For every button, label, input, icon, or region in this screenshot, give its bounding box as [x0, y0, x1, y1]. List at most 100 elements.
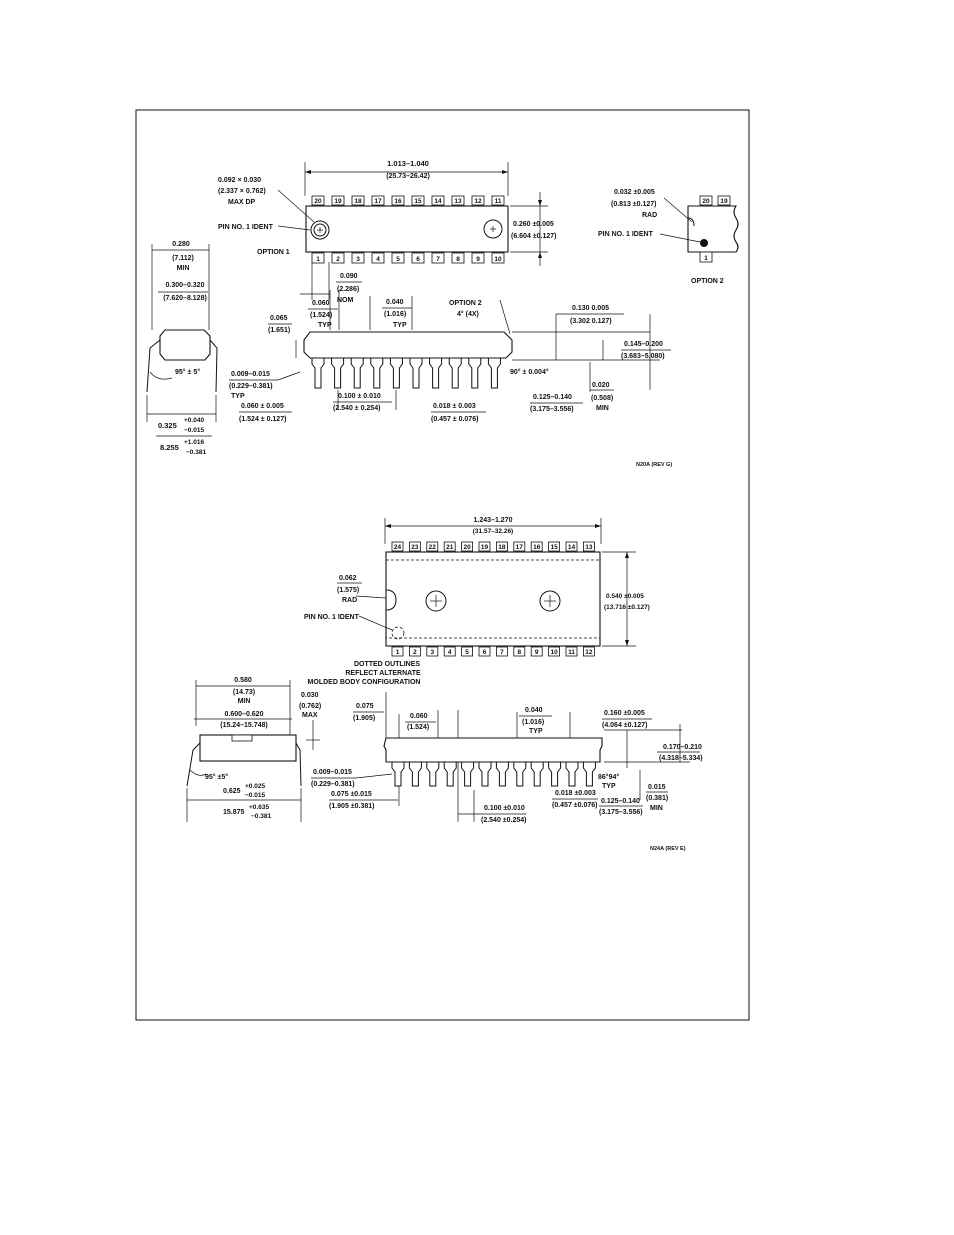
- n24a-d060-b: (1.524): [407, 724, 429, 731]
- n24a-d160-b: (4.064 ±0.127): [602, 722, 647, 729]
- pin-box: [565, 541, 578, 552]
- n20a-overall-length: 1.013–1.040: [387, 159, 429, 168]
- n20a-d325-a: 0.325: [158, 421, 177, 430]
- n24a-d075b-a: 0.075 ±0.015: [331, 791, 372, 798]
- n20a-d130-a: 0.130 0.005: [572, 305, 609, 312]
- n20a-opt2-angle-b: 4° (4X): [457, 310, 479, 318]
- n20a-nom-c: NOM: [337, 297, 354, 304]
- n20a-overall-length-mm: (25.73–26.42): [386, 173, 430, 180]
- n20a-opt2-rad-c: RAD: [642, 212, 657, 219]
- n24a-rev: N24A (REV E): [650, 846, 686, 852]
- lead: [331, 357, 345, 389]
- pin-number: 19: [334, 198, 342, 205]
- n24a-d009-b: (0.229–0.381): [311, 781, 355, 788]
- n24a-d040-a: 0.040: [525, 707, 543, 714]
- lead: [391, 761, 405, 787]
- n24a-d075-b: (1.905): [353, 715, 375, 722]
- n24a-angle95: 95° ±5°: [205, 773, 228, 781]
- pin-number: 22: [429, 544, 437, 551]
- n20a-maxdp-b: (2.337 × 0.762): [218, 188, 266, 195]
- lead: [443, 761, 457, 787]
- pin-number: 11: [495, 198, 502, 205]
- n24a-body-width: 0.540 ±0.005: [606, 593, 644, 600]
- lead: [408, 761, 422, 787]
- lead: [311, 357, 325, 389]
- pin-number: 17: [516, 544, 524, 551]
- n20a-d8255-b: +1.016: [184, 439, 204, 446]
- n24a-angle86-typ: TYP: [602, 783, 616, 790]
- n24a-rad-c: RAD: [342, 597, 357, 604]
- pin-number: 4: [376, 256, 380, 263]
- pin-box: [451, 195, 465, 206]
- n20a-d125-c: MIN: [596, 409, 598, 411]
- pin-number: 19: [481, 544, 489, 551]
- n24a-overall-length-mm: (31.57–32.26): [473, 528, 513, 535]
- n20a-row-c: MIN: [177, 265, 190, 272]
- lead: [582, 761, 596, 787]
- n20a-d065-a: 0.065: [270, 315, 288, 322]
- n24a-overall-length: 1.243–1.270: [474, 517, 513, 524]
- n24a-d075-a: 0.075: [356, 703, 374, 710]
- pin-number: 16: [394, 198, 402, 205]
- pin-box: [471, 252, 485, 264]
- pin-box: [311, 252, 325, 264]
- n20a-row2-a: 0.300–0.320: [166, 282, 205, 289]
- n20a-d100-a: 0.100 ± 0.010: [338, 393, 381, 400]
- n20a-d325-c: −0.015: [184, 427, 204, 434]
- pin-number: 16: [533, 544, 541, 551]
- pin-box: [513, 541, 526, 552]
- lead: [495, 761, 509, 787]
- pin-box: [426, 646, 439, 657]
- pin-box: [391, 195, 405, 206]
- n20a-end-view: 0.280 (7.112) MIN 0.300–0.320 (7.620–8.1…: [146, 241, 218, 456]
- n20a-opt2-pin20: 20: [702, 198, 710, 205]
- n20a-d020-b: (0.508): [591, 395, 613, 402]
- n20a-side-view: 0.065 (1.651) 0.060 (1.524) TYP 0.040 (1…: [229, 290, 672, 468]
- n20a-d145-b: (3.683–5.080): [621, 353, 665, 360]
- pin-number: 13: [585, 544, 593, 551]
- pin-number: 21: [446, 544, 454, 551]
- n24a-d125-a: 0.125–0.140: [601, 798, 640, 805]
- n20a-d018-a: 0.018 ± 0.003: [433, 403, 476, 410]
- n24a-d015-b: (0.381): [646, 795, 668, 802]
- n20a-d009-b: (0.229–0.381): [229, 383, 273, 390]
- n20a-option1: OPTION 1: [257, 249, 290, 256]
- n20a-body: [305, 205, 509, 253]
- n24a-max-b: (0.762): [299, 703, 321, 710]
- n20a-opt2-pin19: 19: [720, 198, 728, 205]
- lead: [548, 761, 562, 787]
- pin-box: [478, 646, 491, 657]
- pin-number: 7: [500, 649, 504, 656]
- n20a-d040-a: 0.040: [386, 299, 404, 306]
- pin-number: 14: [434, 198, 442, 205]
- pin-number: 8: [517, 649, 521, 656]
- pin-number: 1: [316, 256, 320, 263]
- n20a-angle90: 90° ± 0.004°: [510, 368, 549, 376]
- lead: [370, 357, 384, 389]
- lead: [468, 357, 482, 389]
- n20a-d060b-a: 0.060 ± 0.005: [241, 403, 284, 410]
- n24a-d15875-c: −0.381: [251, 813, 271, 820]
- n24a-row2-a: 0.600–0.620: [225, 711, 264, 718]
- pin-box: [408, 541, 421, 552]
- pin-number: 11: [568, 649, 575, 656]
- n24a-d625-b: +0.025: [245, 783, 265, 790]
- pin-box: [431, 195, 445, 206]
- lead: [478, 761, 492, 787]
- n20a-opt2-rad-b: (0.813 ±0.127): [611, 201, 656, 208]
- n20a-d145-a: 0.145–0.200: [624, 341, 663, 348]
- n20a-option2-label: OPTION 2: [691, 278, 724, 285]
- pin-number: 5: [465, 649, 469, 656]
- n20a-d130-b: (3.302 0.127): [570, 318, 612, 325]
- n24a-end-view: 0.580 (14.73) MIN 0.600–0.620 (15.24–15.…: [186, 677, 321, 822]
- n24a-angle86: 86°94°: [598, 773, 619, 781]
- n24a-pin1-ident: PIN NO. 1 IDENT: [304, 614, 360, 621]
- n20a-d100-b: (2.540 ± 0.254): [333, 405, 380, 412]
- pin-number: 2: [413, 649, 417, 656]
- n20a-d8255-a: 8.255: [160, 443, 179, 452]
- pin-number: 2: [336, 256, 340, 263]
- n24a-row-b: (14.73): [233, 689, 255, 696]
